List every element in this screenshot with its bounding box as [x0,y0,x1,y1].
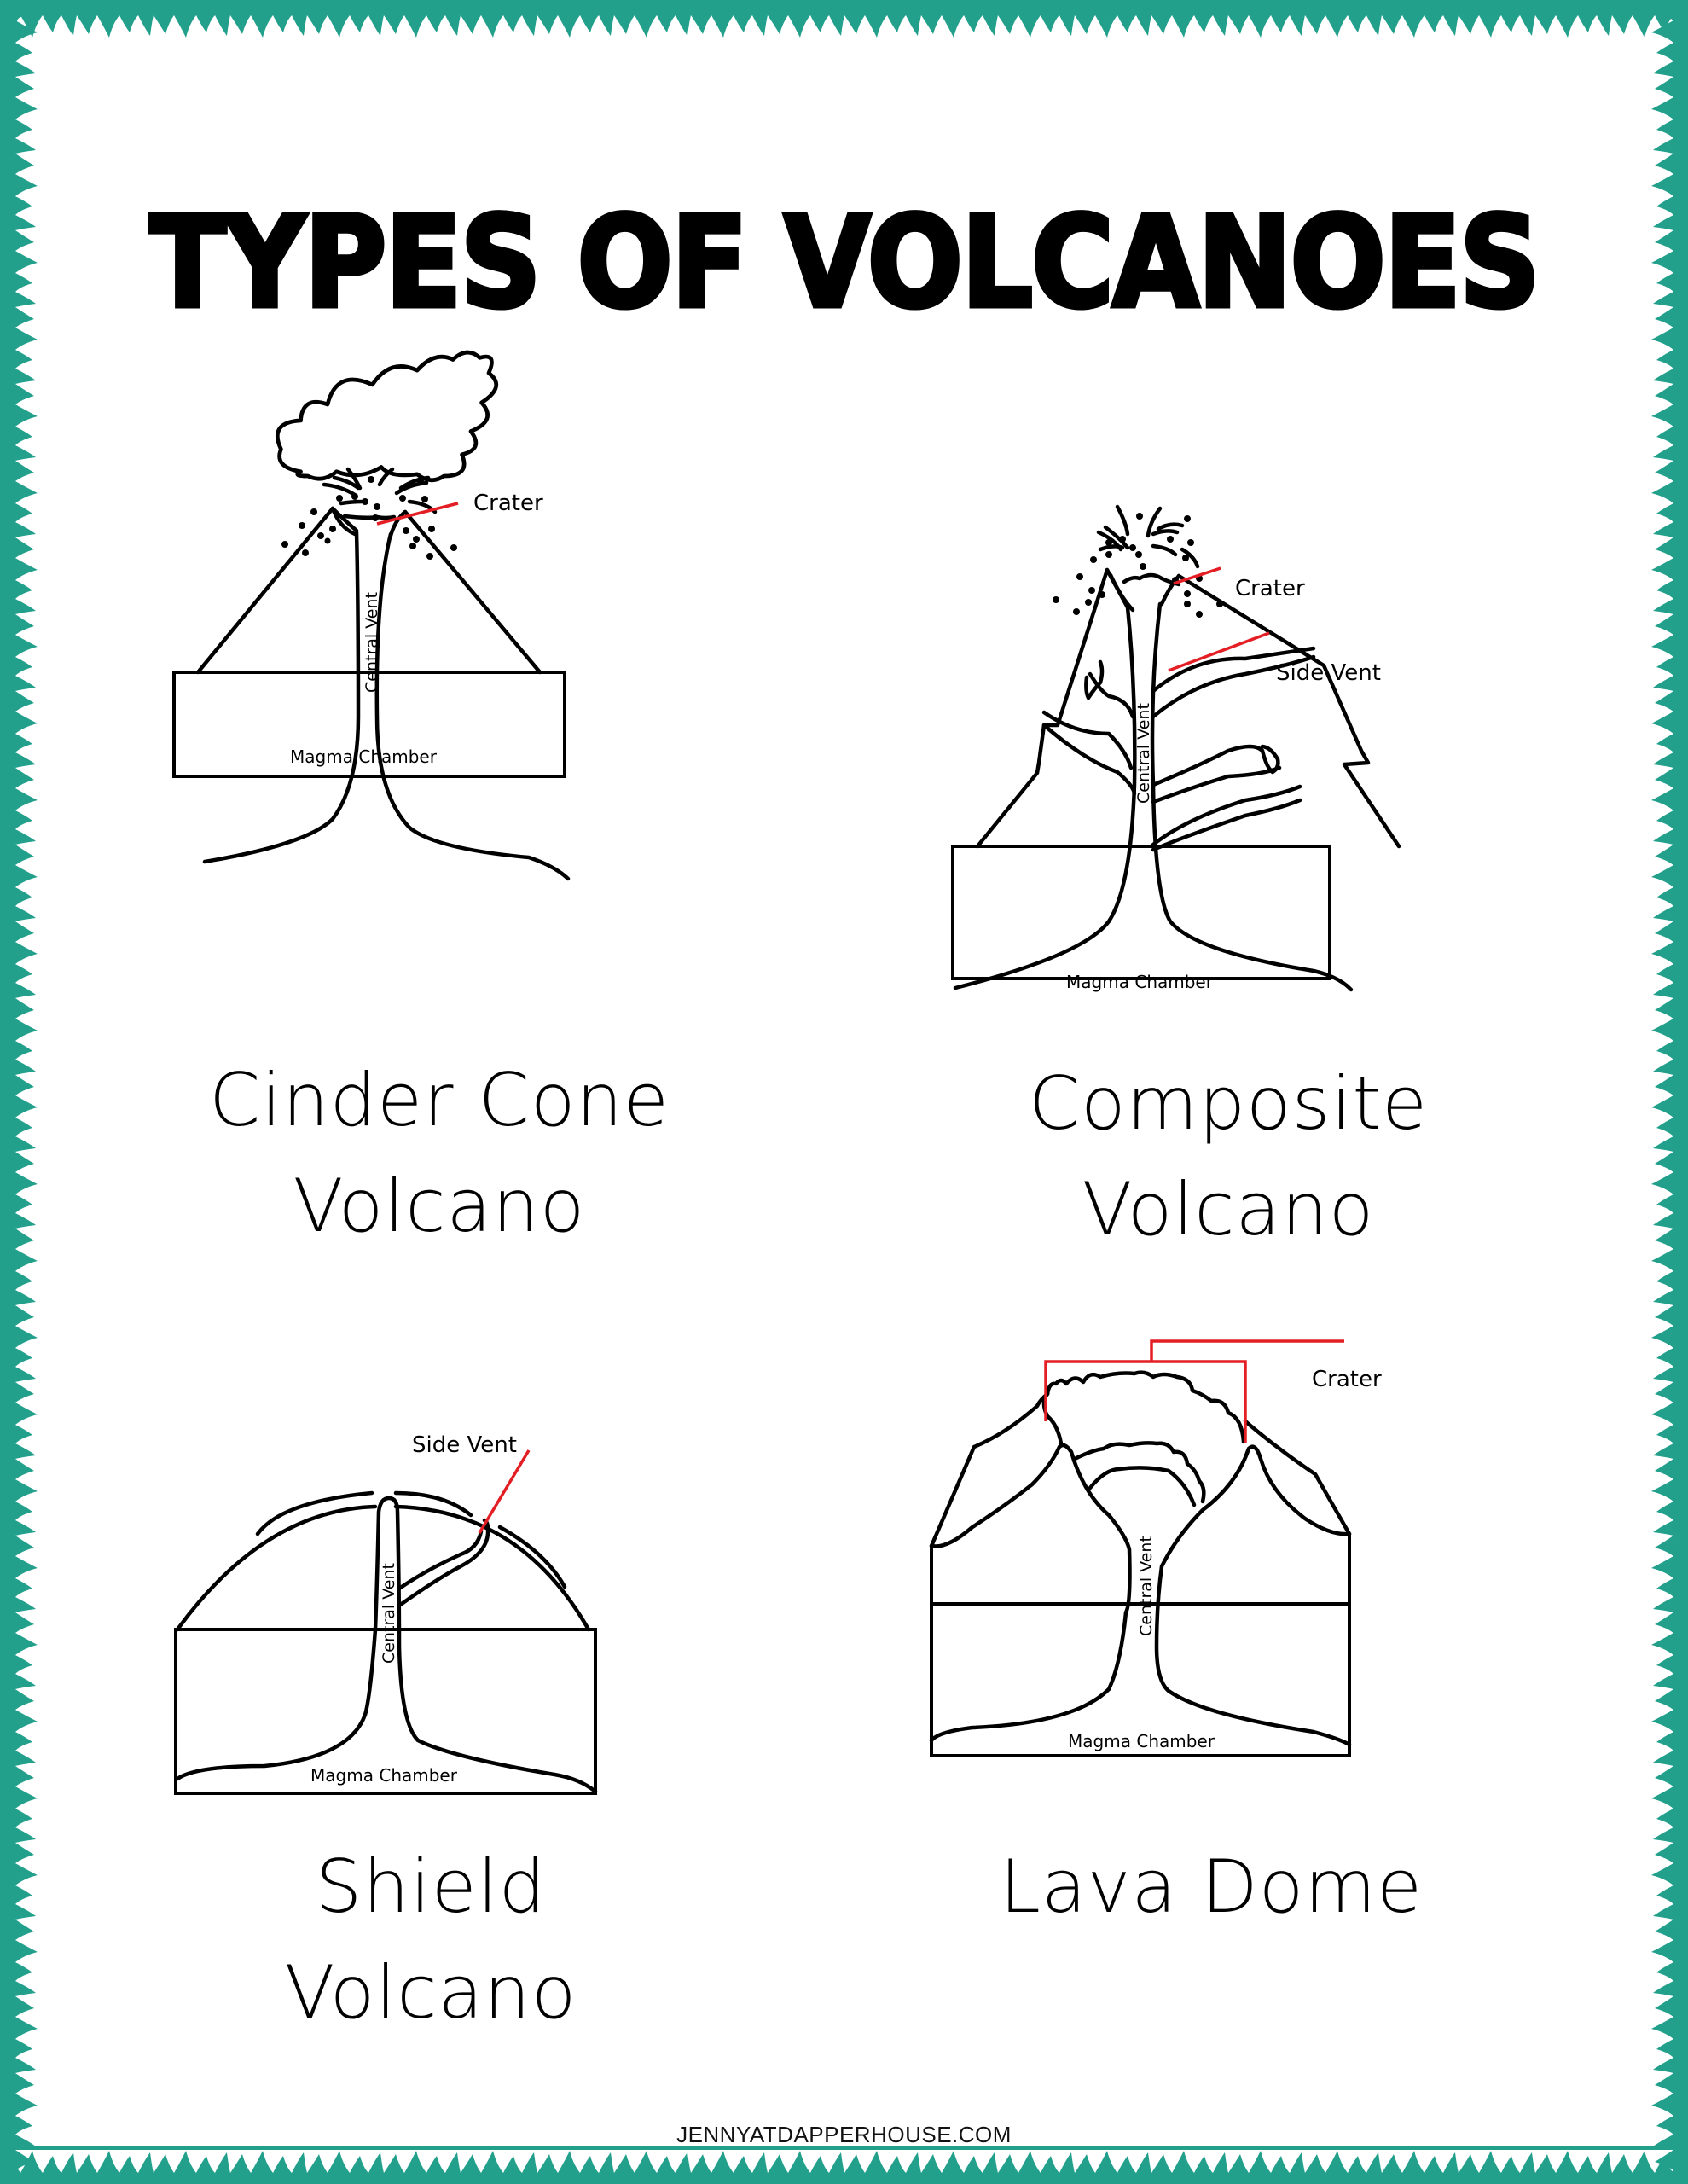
footer-website: JENNYATDAPPERHOUSE.COM [676,2122,1012,2147]
central-vent-label: Central Vent [380,1563,398,1664]
shield-title-line1: Shield [315,1844,547,1930]
magma-chamber-label: Magma Chamber [290,746,438,767]
central-vent-label: Central Vent [1137,1536,1156,1636]
crater-label: Crater [473,491,543,516]
magma-chamber-label: Magma Chamber [1066,972,1214,992]
shield-title: Shield Volcano [171,1834,691,2046]
central-vent-label: Central Vent [1134,703,1153,804]
ash-cloud-icon [275,350,499,483]
composite-title-line2: Volcano [1082,1167,1375,1252]
composite-title-line1: Composite [1029,1061,1428,1147]
crater-label: Crater [1235,576,1305,601]
composite-title: Composite Volcano [981,1051,1476,1263]
lava-dome-title-line1: Lava Dome [999,1844,1424,1930]
page-title: TYPES OF VOLCANOES [147,187,1542,339]
composite-diagram: Crater Side Vent Central Vent Magma Cham… [951,504,1401,992]
crater-label: Crater [1312,1367,1382,1392]
shield-title-line2: Volcano [284,1950,577,2036]
cinder-cone-title-line2: Volcano [293,1164,586,1249]
side-vent-label: Side Vent [1276,660,1381,686]
magma-chamber-label: Magma Chamber [310,1765,458,1786]
central-vent-label: Central Vent [363,592,381,693]
lava-dome-diagram: Crater Central Vent Magma Chamber [929,1339,1382,1757]
cinder-cone-diagram: Crater Central Vent Magma Chamber [172,350,571,881]
lava-dome-title: Lava Dome [964,1834,1459,1940]
cinder-cone-title-line1: Cinder Cone [209,1058,670,1143]
magma-chamber-label: Magma Chamber [1068,1731,1215,1751]
shield-diagram: Side Vent Central Vent Magma Chamber [174,1432,598,1795]
side-vent-label: Side Vent [412,1432,517,1458]
cinder-cone-title: Cinder Cone Volcano [171,1048,708,1259]
